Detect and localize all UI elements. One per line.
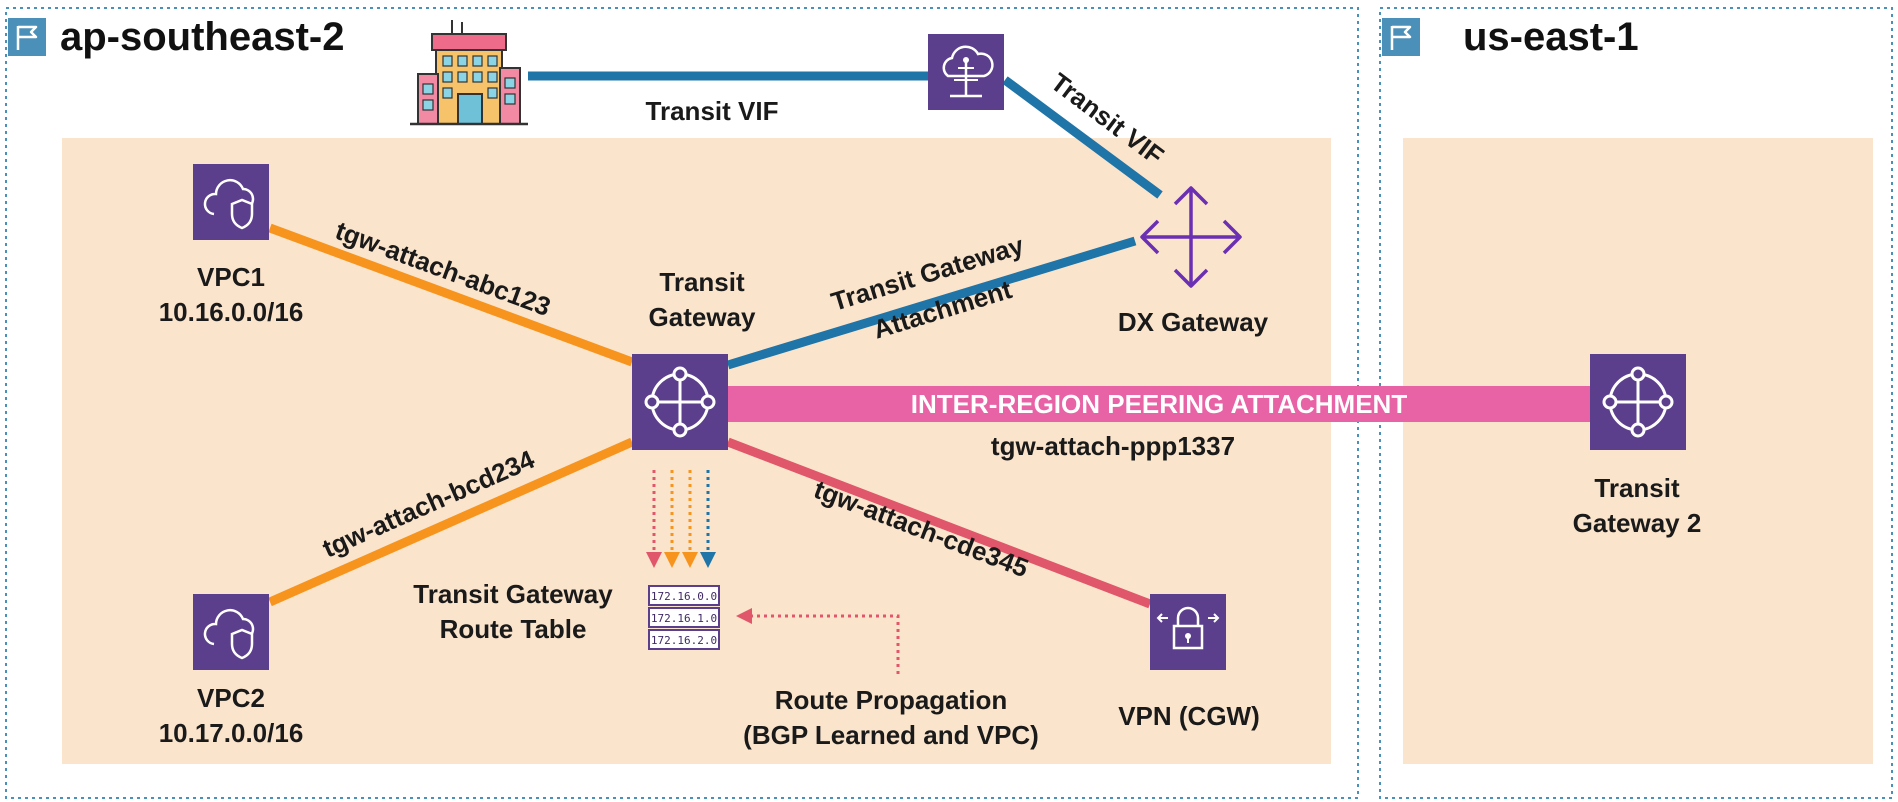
vpc1-attachment-line xyxy=(268,223,634,367)
route-propagation-arrows xyxy=(646,470,716,568)
propagation-label-line2: (BGP Learned and VPC) xyxy=(743,720,1039,750)
propagation-label-line1: Route Propagation xyxy=(775,685,1008,715)
vpc1-name: VPC1 xyxy=(197,262,265,292)
transit-gateway-icon xyxy=(1590,354,1686,450)
tgw2-label-line2: Gateway 2 xyxy=(1573,508,1702,538)
route-entry-1: 172.16.0.0 xyxy=(651,590,717,603)
peering-attach-label: tgw-attach-ppp1337 xyxy=(991,431,1235,461)
region-title-right: us-east-1 xyxy=(1463,15,1639,59)
vpn-lock-icon xyxy=(1150,594,1226,670)
route-table-label-line1: Transit Gateway xyxy=(413,579,613,609)
peering-attachment-bar xyxy=(728,386,1590,422)
vif-line-diagonal xyxy=(1002,76,1163,199)
peering-title: INTER-REGION PEERING ATTACHMENT xyxy=(911,389,1408,419)
vpn-attachment-line xyxy=(726,437,1152,609)
vpc1-cidr: 10.16.0.0/16 xyxy=(159,297,304,327)
dx-gateway-label: DX Gateway xyxy=(1118,307,1269,337)
vpc2-name: VPC2 xyxy=(197,683,265,713)
direct-connect-icon xyxy=(928,34,1004,110)
propagation-feed-arrow xyxy=(736,608,900,674)
route-table-label-line2: Route Table xyxy=(440,614,587,644)
vpc-shield-icon xyxy=(193,594,269,670)
office-building-icon xyxy=(410,20,528,126)
tgw2-label-line1: Transit xyxy=(1594,473,1680,503)
region-title-left: ap-southeast-2 xyxy=(60,15,345,59)
region-flag-icon-left xyxy=(8,18,46,56)
vpn-label: VPN (CGW) xyxy=(1118,701,1260,731)
vpc2-attachment-line xyxy=(268,437,634,607)
route-entry-3: 172.16.2.0 xyxy=(651,634,717,647)
route-entry-2: 172.16.1.0 xyxy=(651,612,717,625)
region-flag-icon-right xyxy=(1382,18,1420,56)
us-east-1-area xyxy=(1403,138,1873,764)
tgw-label-line2: Gateway xyxy=(649,302,756,332)
transit-gateway-icon xyxy=(632,354,728,450)
vif-horizontal-label: Transit VIF xyxy=(646,96,779,126)
tgw-label-line1: Transit xyxy=(659,267,745,297)
vpc-shield-icon xyxy=(193,164,269,240)
route-table-icon xyxy=(648,585,720,650)
vpc2-cidr: 10.17.0.0/16 xyxy=(159,718,304,748)
dx-attachment-line xyxy=(726,236,1137,370)
dx-gateway-icon xyxy=(1140,186,1242,288)
